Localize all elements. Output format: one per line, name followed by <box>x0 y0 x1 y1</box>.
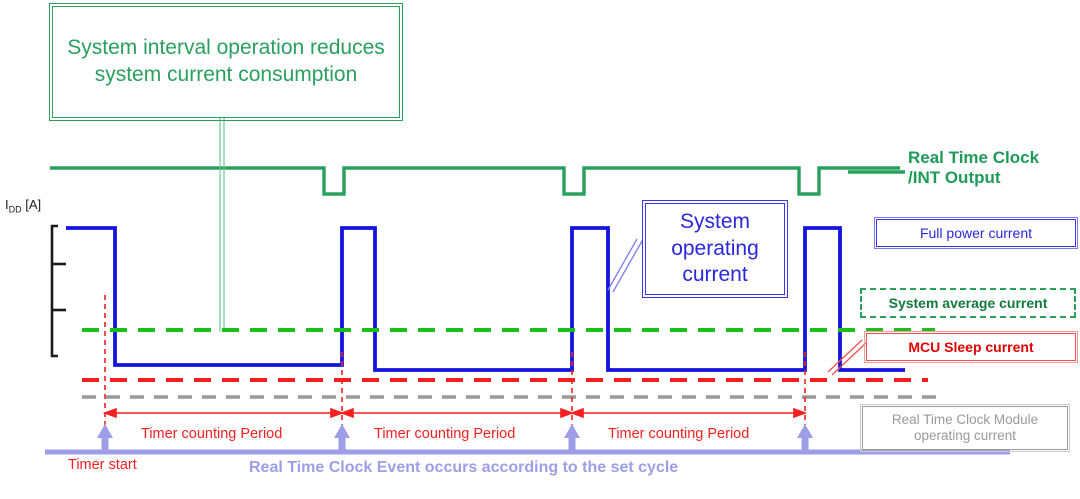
timer-start-label: Timer start <box>68 457 137 473</box>
system-operating-current-callout-text: System operating current <box>671 209 759 287</box>
blue-callout-leader <box>607 238 643 293</box>
y-axis-label: IDD [A] <box>5 197 41 215</box>
legend-system-average-current: System average current <box>860 288 1076 318</box>
system-operating-current-callout: System operating current <box>642 200 788 298</box>
system-interval-callout: System interval operation reduces system… <box>49 3 403 121</box>
rtc-int-waveform <box>50 166 900 196</box>
legend-mcu-sleep-current-label: MCU Sleep current <box>908 338 1034 355</box>
rtc-event-markers <box>97 424 813 452</box>
legend-system-average-current-label: System average current <box>888 294 1048 311</box>
legend-rtc-module-line2: operating current <box>913 428 1017 443</box>
system-current-waveform <box>66 226 905 372</box>
system-interval-callout-text: System interval operation reduces system… <box>67 36 385 86</box>
legend-rtc-module-operating-current: Real Time Clock Module operating current <box>860 404 1070 452</box>
event-guide-lines <box>104 295 806 425</box>
legend-mcu-sleep-current: MCU Sleep current <box>864 331 1078 363</box>
callout-connector-line <box>219 118 225 332</box>
rtc-event-caption: Real Time Clock Event occurs according t… <box>249 459 679 476</box>
timer-period-label-1: Timer counting Period <box>141 426 283 442</box>
mcu-sleep-leader <box>827 339 867 376</box>
y-axis-label-sub: DD <box>8 204 22 215</box>
y-axis-label-unit: [A] <box>21 197 42 212</box>
y-axis-bracket <box>50 224 66 358</box>
timer-period-label-2: Timer counting Period <box>374 426 516 442</box>
rtc-int-output-legend-label: Real Time Clock /INT Output <box>908 148 1040 188</box>
timer-period-arrows <box>102 407 808 419</box>
legend-full-power-current-label: Full power current <box>919 224 1033 241</box>
legend-rtc-module-line1: Real Time Clock Module <box>891 411 1039 427</box>
legend-full-power-current: Full power current <box>874 217 1078 249</box>
timer-period-label-3: Timer counting Period <box>608 426 750 442</box>
y-axis-label-main: I <box>5 197 9 212</box>
